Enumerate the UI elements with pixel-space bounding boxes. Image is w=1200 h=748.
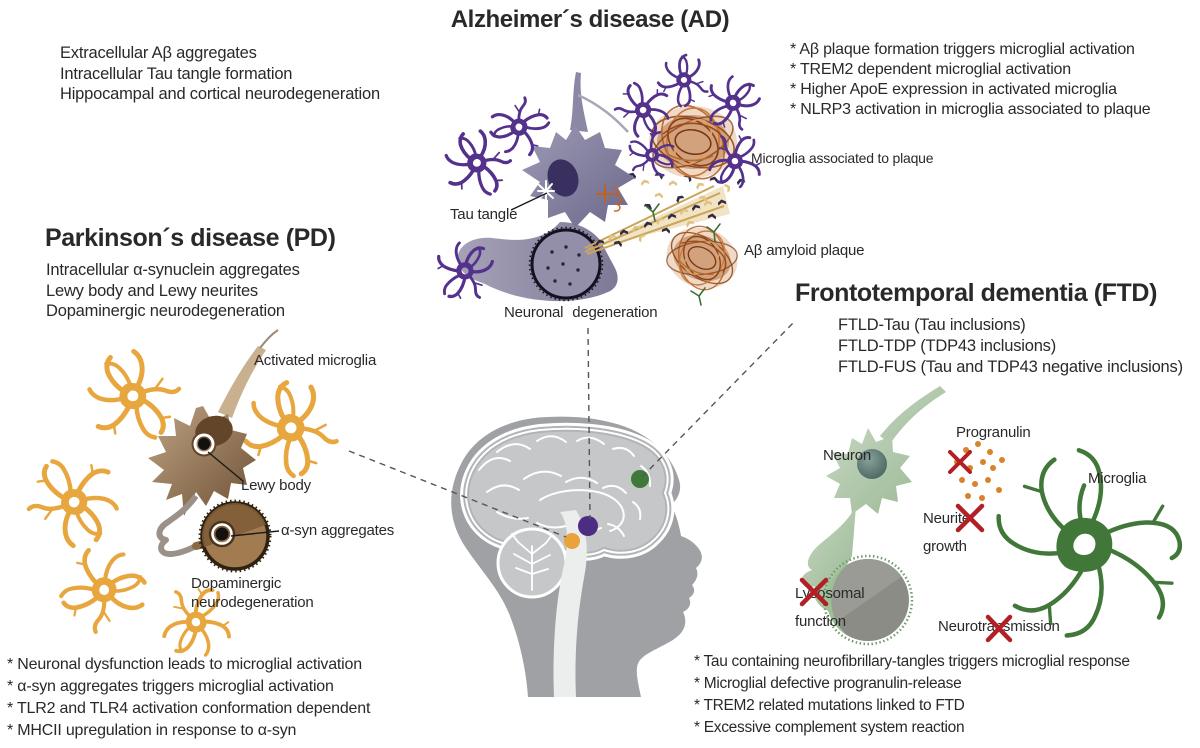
neuronal-degeneration-label: Neuronal degeneration [504, 304, 658, 321]
ad-neuron-apical-process [570, 72, 588, 132]
neurotransmission-label: Neurotransmission [938, 618, 1060, 635]
ftd-title: Frontotemporal dementia (FTD) [795, 279, 1158, 307]
ftd-connector-line [641, 319, 797, 478]
lysosomal-function-label-line1: Lysosomal [795, 585, 865, 602]
amyloid-plaque-label: Aβ amyloid plaque [744, 242, 865, 259]
pd-feature-item: Lewy body and Lewy neurites [46, 281, 258, 300]
ad-neuron-thin-process [577, 93, 629, 133]
pd-features-list: Intracellular α-synuclein aggregates Lew… [46, 260, 300, 322]
region-connector-lines [348, 319, 797, 538]
ftd-facts-list: * Tau containing neurofibrillary-tangles… [694, 651, 1130, 739]
ad-facts-list: * Aβ plaque formation triggers microglia… [790, 40, 1151, 120]
pd-title: Parkinson´s disease (PD) [45, 224, 336, 252]
lewy-body-pointer-line [207, 451, 244, 482]
cerebellum-arbor [511, 533, 553, 591]
ftd-subtype-item: FTLD-FUS (Tau and TDP43 negative inclusi… [838, 358, 1183, 376]
lewy-body-glyph-ring [193, 433, 215, 455]
ftd-axon-cross-section [822, 554, 914, 646]
progranulin-label: Progranulin [956, 424, 1031, 441]
pd-facts-list: * Neuronal dysfunction leads to microgli… [7, 654, 370, 742]
pd-neuron-thin-process [259, 329, 279, 349]
pd-fact-item: * MHCII upregulation in response to α-sy… [7, 722, 297, 739]
asyn-aggregates-label: α-syn aggregates [281, 522, 395, 539]
ftd-neuron-nucleus [857, 449, 887, 479]
ftd-subtype-item: FTLD-TDP (TDP43 inclusions) [838, 337, 1057, 355]
brain-illustration [451, 416, 702, 697]
ad-fact-item: * NLRP3 activation in microglia associat… [790, 101, 1151, 118]
ad-connector-line [587, 327, 591, 520]
neuron-label: Neuron [823, 447, 871, 464]
ad-feature-item: Hippocampal and cortical neurodegenerati… [60, 85, 380, 103]
ftd-subtypes-list: FTLD-Tau (Tau inclusions) FTLD-TDP (TDP4… [838, 315, 1183, 378]
activated-microglia-label: Activated microglia [254, 352, 377, 369]
lewy-body-glyph [198, 438, 210, 450]
neurite-growth-label-line1: Neurite [923, 510, 970, 527]
neurite-growth-label-line2: growth [923, 538, 967, 555]
pd-feature-item: Intracellular α-synuclein aggregates [46, 261, 300, 279]
tau-tangle-glyph [537, 180, 555, 201]
pd-axon-zigzag [156, 494, 199, 557]
microglia-plaque-label: Microglia associated to plaque [751, 150, 934, 166]
ad-feature-item: Intracellular Tau tangle formation [60, 64, 293, 83]
ad-fact-item: * Higher ApoE expression in activated mi… [790, 81, 1117, 98]
pd-fact-item: * α-syn aggregates triggers microglial a… [7, 678, 334, 695]
microglia-label: Microglia [1088, 470, 1147, 487]
tau-tangle-label: Tau tangle [450, 206, 518, 223]
progranulin-dots [954, 441, 1005, 501]
dopaminergic-label: Dopaminergic neurodegeneration [191, 575, 314, 611]
green-tufts [645, 203, 721, 306]
ad-feature-item: Extracellular Aβ aggregates [60, 44, 257, 62]
ad-title: Alzheimer´s disease (AD) [450, 6, 730, 33]
pd-fact-item: * TLR2 and TLR4 activation conformation … [7, 700, 371, 717]
pd-region-dot [564, 533, 580, 549]
ftd-fact-item: * Microglial defective progranulin-relea… [694, 675, 962, 692]
ad-features-list: Extracellular Aβ aggregates Intracellula… [60, 43, 380, 105]
lysosomal-function-label-line2: function [795, 613, 846, 630]
ad-region-dot [578, 516, 598, 536]
degeneration-dots [546, 245, 581, 286]
ftd-fact-item: * Excessive complement system reaction [694, 719, 965, 736]
ad-fact-item: * TREM2 dependent microglial activation [790, 61, 1071, 78]
ftd-fact-item: * TREM2 related mutations linked to FTD [694, 697, 965, 714]
pd-neuron-apical-process [218, 346, 266, 418]
brainstem [553, 510, 587, 697]
ad-axon-cross-section [530, 228, 602, 300]
brain-gyri [478, 435, 652, 537]
ad-fact-item: * Aβ plaque formation triggers microglia… [790, 41, 1135, 58]
ftd-illustration [801, 386, 1194, 652]
pd-fact-item: * Neuronal dysfunction leads to microgli… [7, 656, 362, 673]
ftd-subtype-item: FTLD-Tau (Tau inclusions) [838, 316, 1026, 334]
ftd-fact-item: * Tau containing neurofibrillary-tangles… [694, 653, 1130, 670]
pd-feature-item: Dopaminergic neurodegeneration [46, 302, 285, 320]
tau-tangle-pointer-line [510, 192, 548, 211]
ftd-region-dot [631, 470, 649, 488]
ftd-neuron-apical-process [880, 386, 946, 444]
ftd-axon-zigzag [801, 506, 856, 588]
debris-spray-beams [584, 185, 725, 255]
ad-illustration [432, 43, 765, 309]
asyn-pointer-line [230, 530, 280, 537]
lewy-body-label: Lewy body [241, 477, 311, 494]
ad-neuron-soma [522, 125, 635, 228]
receptor-glyph [596, 185, 623, 212]
lewy-body-glyph-halo [191, 431, 217, 457]
pd-connector-line [348, 450, 567, 538]
pd-illustration [24, 329, 353, 666]
asyn-aggregate-glyph [215, 527, 229, 541]
ad-neuron-nucleus [547, 159, 579, 197]
